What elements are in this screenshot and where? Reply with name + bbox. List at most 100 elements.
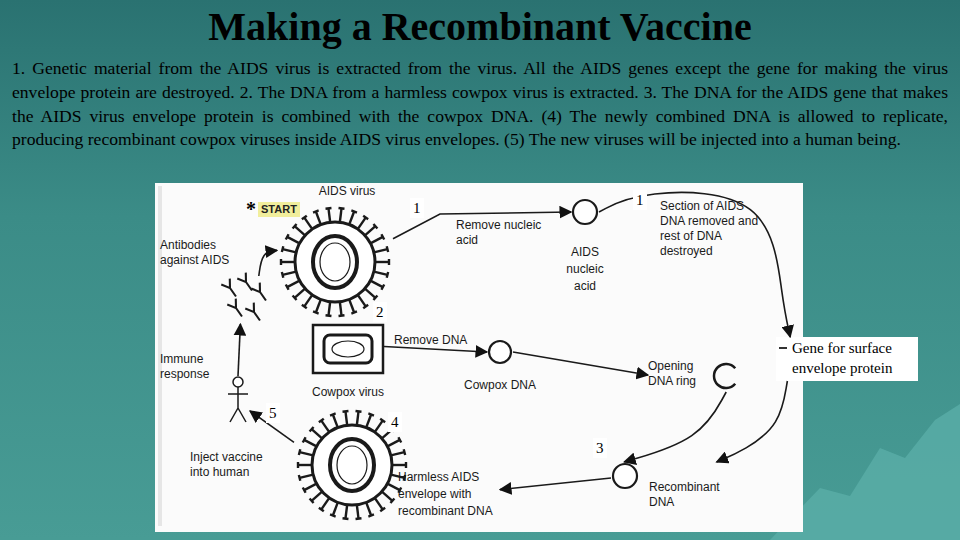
spike-knob bbox=[404, 449, 405, 455]
arrow-label: Remove DNA bbox=[394, 333, 484, 348]
virus-spike bbox=[345, 411, 347, 425]
virus-spike bbox=[281, 261, 295, 263]
virus-spike bbox=[370, 281, 382, 288]
gene-fragment: Gene for surface envelope protein bbox=[776, 337, 918, 381]
node-label: AIDS nucleic acid bbox=[562, 244, 608, 295]
spike-knob bbox=[381, 284, 384, 289]
arrow-label: Immune response bbox=[160, 352, 216, 382]
virus-core bbox=[330, 439, 374, 491]
virus-spike bbox=[366, 502, 371, 515]
flow-arrow bbox=[624, 392, 726, 462]
virus-spike bbox=[300, 452, 314, 455]
dna-ring bbox=[573, 200, 597, 224]
spike-knob bbox=[326, 314, 332, 317]
antibody-symbol bbox=[245, 303, 264, 324]
cowpox-dna: Cowpox DNA bbox=[487, 339, 513, 365]
spike-knob bbox=[282, 246, 283, 252]
spike-knob bbox=[373, 296, 377, 300]
cowpox-dna-shape bbox=[487, 339, 513, 365]
slide-title: Making a Recombinant Vaccine bbox=[0, 4, 960, 50]
virus-spike bbox=[304, 440, 316, 447]
arrow-label: Section of AIDS DNA removed and rest of … bbox=[660, 199, 760, 259]
spike-knob bbox=[297, 462, 299, 468]
spike-knob bbox=[302, 305, 307, 308]
spike-knob bbox=[351, 210, 357, 212]
virus-spike bbox=[357, 411, 359, 425]
virus-spike bbox=[304, 484, 316, 491]
virus-spike bbox=[387, 440, 399, 447]
spike-knob bbox=[356, 410, 362, 413]
virus-spike bbox=[387, 484, 399, 491]
spike-knob bbox=[286, 284, 289, 289]
virus-spike bbox=[349, 299, 354, 312]
flow-arrow bbox=[717, 381, 788, 462]
spike-knob bbox=[310, 499, 314, 503]
spike-knob bbox=[310, 427, 314, 431]
spike-knob bbox=[339, 207, 345, 210]
arrow-label: Remove nucleic acid bbox=[456, 218, 548, 248]
spike-knob bbox=[330, 514, 336, 516]
spike-knob bbox=[293, 224, 297, 228]
stick-body bbox=[228, 387, 248, 422]
spike-knob bbox=[339, 314, 345, 317]
virus-spike bbox=[287, 281, 299, 288]
spike-knob bbox=[330, 413, 336, 415]
virus-spike bbox=[365, 289, 375, 298]
spike-knob bbox=[390, 499, 394, 503]
spike-knob bbox=[381, 234, 384, 239]
spike-knob bbox=[302, 216, 307, 219]
virus-spike bbox=[357, 505, 359, 519]
spike-knob bbox=[363, 216, 368, 219]
antibody-symbol bbox=[251, 283, 270, 304]
flow-arrow bbox=[238, 324, 240, 376]
antibodies: Antibodies against AIDS bbox=[222, 276, 268, 324]
virus-spike bbox=[340, 208, 342, 222]
step-number: 1 bbox=[410, 198, 424, 218]
virus-core-inner bbox=[320, 243, 350, 281]
spike-knob bbox=[343, 517, 349, 520]
virus-spike bbox=[375, 421, 383, 433]
recombinant-dna: Recombinant DNA bbox=[611, 462, 743, 494]
spike-knob bbox=[293, 296, 297, 300]
virus-spike bbox=[392, 464, 406, 466]
cowpox-capsule bbox=[313, 325, 383, 373]
spike-knob bbox=[380, 508, 385, 511]
human-figure-shape bbox=[226, 376, 250, 426]
virus-core bbox=[313, 236, 357, 288]
virus-spike bbox=[375, 498, 383, 510]
spike-knob bbox=[286, 234, 289, 239]
cowpox-dna-core bbox=[332, 341, 364, 357]
nucleic-acid-shape bbox=[571, 198, 599, 226]
virus-spike bbox=[328, 208, 330, 222]
flow-arrow bbox=[599, 192, 790, 337]
step-number: 2 bbox=[373, 302, 387, 322]
spike-knob bbox=[388, 259, 390, 265]
spike-knob bbox=[282, 272, 283, 278]
virus-spike bbox=[283, 249, 297, 252]
virus-spike bbox=[391, 452, 405, 455]
spike-knob bbox=[405, 462, 407, 468]
dna-ring bbox=[489, 341, 511, 363]
virus-spike bbox=[382, 492, 392, 501]
virus-spike bbox=[316, 212, 321, 225]
antibodies-shape bbox=[222, 276, 268, 324]
spike-knob bbox=[363, 305, 368, 308]
spike-knob bbox=[303, 487, 306, 492]
virus-envelope bbox=[295, 222, 375, 302]
antibody-symbol bbox=[227, 299, 246, 320]
virus-spike bbox=[370, 237, 382, 244]
virus-spike bbox=[287, 237, 299, 244]
virus-spike bbox=[365, 226, 375, 235]
cowpox-virus-shape bbox=[312, 324, 384, 374]
virus-spike bbox=[298, 464, 312, 466]
virus-spike bbox=[358, 295, 366, 307]
node-label: Inject vaccine into human bbox=[190, 450, 280, 480]
step-number: 3 bbox=[593, 438, 607, 458]
start-tag: START bbox=[258, 202, 300, 217]
virus-spike bbox=[312, 492, 322, 501]
virus-spike bbox=[345, 505, 347, 519]
spike-knob bbox=[313, 311, 319, 313]
virus-spike bbox=[304, 295, 312, 307]
